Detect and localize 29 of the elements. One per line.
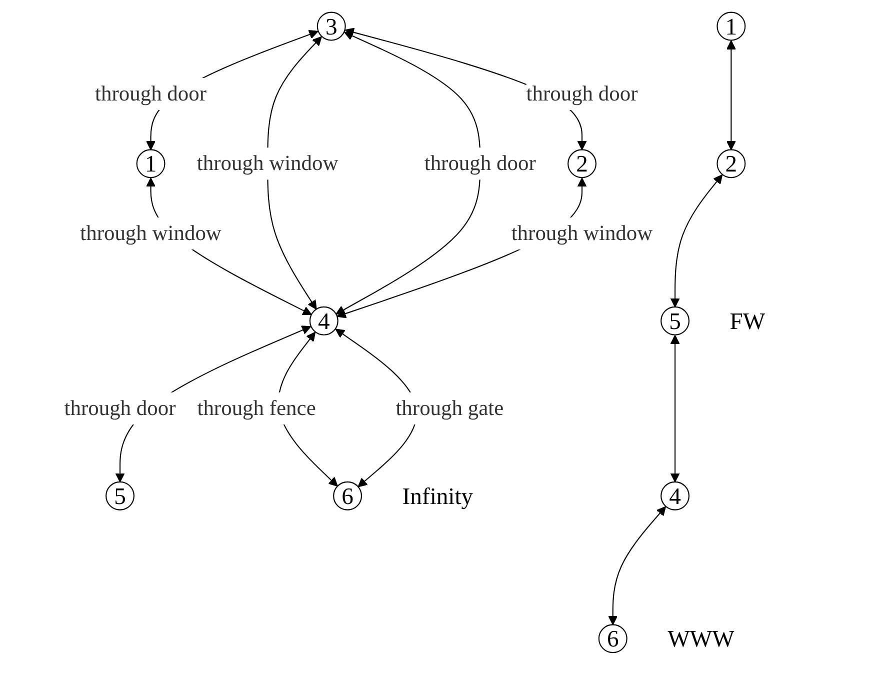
node-circle: 4 — [660, 481, 690, 510]
edge-label: through fence — [197, 396, 316, 420]
node-label: Infinity — [402, 482, 474, 510]
edge-label: through door — [64, 396, 176, 420]
node-circle: 5 — [660, 306, 690, 336]
arrow — [267, 36, 322, 310]
node-circle: 6 — [598, 624, 628, 654]
edge-label: through window — [196, 152, 338, 176]
arrow — [670, 174, 723, 308]
edge-label: through door — [95, 82, 207, 106]
node-label: FW — [730, 307, 766, 334]
arrow — [726, 40, 736, 150]
node-circle: 5 — [106, 481, 134, 510]
node-circle: 3 — [316, 12, 346, 41]
arrow — [670, 334, 680, 482]
edge-label: through door — [424, 152, 536, 176]
edge-label: through window — [80, 222, 222, 246]
node-circle: 4 — [309, 306, 338, 336]
edge-label: through gate — [396, 396, 504, 420]
node-circle: 2 — [716, 149, 746, 178]
node-label: WWW — [668, 625, 734, 652]
node-circle: 2 — [568, 149, 596, 178]
edge-label: through window — [511, 222, 653, 246]
arrow — [608, 506, 666, 626]
edge-label: through door — [526, 82, 638, 106]
node-circle: 6 — [333, 481, 362, 510]
node-circle: 1 — [136, 149, 166, 178]
arrow — [336, 31, 481, 315]
node-circle: 1 — [716, 12, 746, 41]
